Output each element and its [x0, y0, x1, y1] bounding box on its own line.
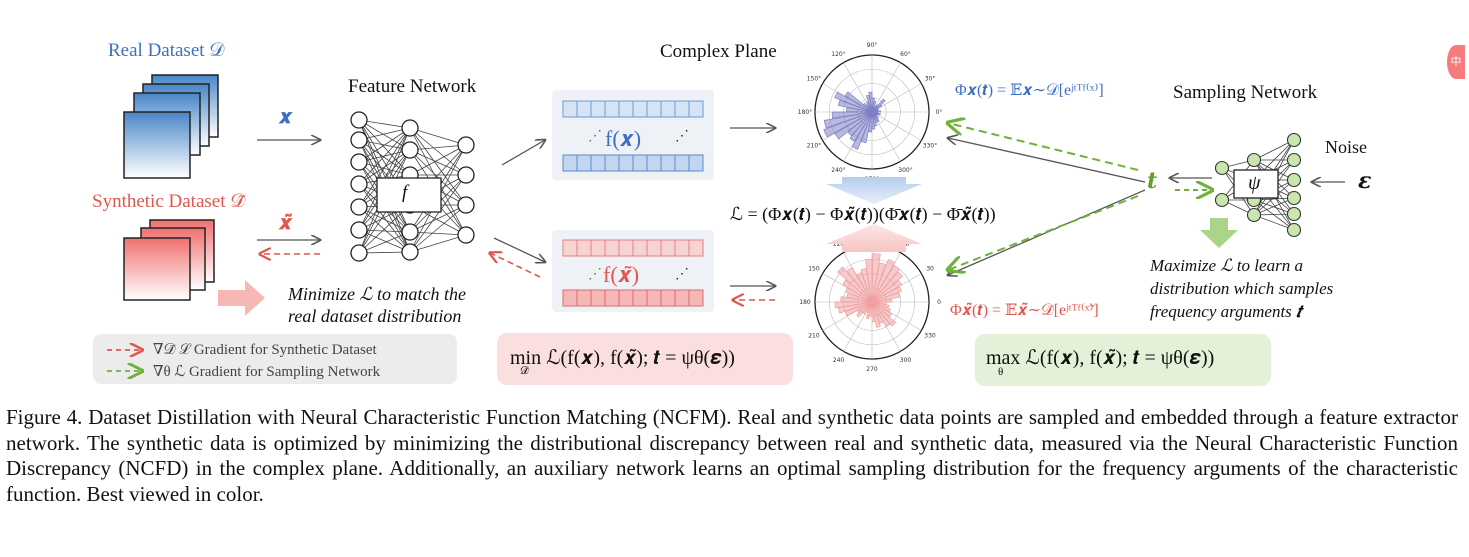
x-tilde-label: 𝒙̃	[279, 212, 292, 234]
svg-text:60°: 60°	[900, 51, 911, 58]
svg-text:0: 0	[937, 299, 941, 306]
fx-label: f(𝒙)	[605, 126, 642, 151]
synthetic-update-arrow-icon	[218, 280, 265, 316]
phi-real-formula: Φ𝒙(𝒕) = 𝔼𝒙∼𝒟[eʲᵗᵀᶠ⁽ˣ⁾]	[955, 82, 1104, 99]
svg-text:240: 240	[833, 357, 845, 364]
svg-text:30°: 30°	[925, 76, 936, 83]
up-flow-arrow-icon	[826, 224, 922, 252]
down-flow-arrow-icon	[826, 177, 922, 204]
t-label: 𝒕	[1147, 168, 1158, 193]
ncfm-diagram: 90°60°30°0°330°300°270°240°210°180°150°1…	[107, 42, 1345, 400]
x-label: 𝒙	[279, 106, 292, 128]
gradient-legend-panel	[93, 334, 457, 384]
loss-formula: ℒ = (Φ𝒙(𝒕) − Φ𝒙̃(𝒕))(Φ̄𝒙(𝒕) − Φ̄𝒙̃(𝒕))	[730, 204, 996, 224]
svg-text:180°: 180°	[798, 109, 812, 116]
max-objective: max ℒ(f(𝒙), f(𝒙̃); 𝒕 = ψθ(𝜺))	[986, 347, 1215, 369]
sampling-network-icon	[1214, 132, 1302, 238]
svg-text:180: 180	[799, 299, 811, 306]
svg-text:210°: 210°	[807, 143, 821, 150]
f-label: f	[402, 182, 408, 203]
svg-text:330: 330	[924, 333, 936, 340]
synthetic-dataset-stack-icon	[123, 219, 215, 301]
figure-caption: Figure 4. Dataset Distillation with Neur…	[6, 405, 1458, 506]
svg-text:300: 300	[900, 357, 912, 364]
min-subscript: 𝒟̃	[520, 365, 529, 377]
synthetic-dataset-label: Synthetic Dataset 𝒟̃	[92, 191, 246, 212]
sampling-network-title: Sampling Network	[1173, 82, 1318, 103]
svg-text:300°: 300°	[898, 167, 912, 174]
phi-synthetic-formula: Φ𝒙̃(𝒕) = 𝔼𝒙̃∼𝒟̃[eʲᵗᵀᶠ⁽ˣ̃⁾]	[950, 302, 1099, 319]
embedding-vectors	[562, 100, 704, 307]
svg-text:120: 120	[833, 241, 845, 248]
svg-text:330°: 330°	[923, 143, 937, 150]
synthetic-polar-plot: 9060300330300270240210180150120	[799, 232, 941, 373]
real-polar-plot: 90°60°30°0°330°300°270°240°210°180°150°1…	[798, 42, 943, 183]
max-objective-panel	[975, 334, 1271, 386]
svg-text:150: 150	[808, 266, 820, 273]
svg-text:90°: 90°	[867, 42, 878, 49]
fx-tilde-label: f(𝒙̃)	[603, 262, 640, 287]
min-objective: min ℒ(f(𝒙), f(𝒙̃); 𝒕 = ψθ(𝜺))	[510, 347, 735, 369]
psi-label: ψ	[1248, 172, 1261, 194]
sampling-down-arrow-icon	[1200, 218, 1238, 248]
minimize-note: Minimize ℒ to match the real dataset dis…	[288, 284, 466, 326]
legend-sampling-label: ∇θ ℒ Gradient for Sampling Network	[153, 364, 381, 380]
legend-synthetic-label: ∇𝒟̃ ℒ Gradient for Synthetic Dataset	[153, 342, 377, 358]
svg-text:240°: 240°	[831, 167, 845, 174]
max-subscript: θ	[998, 366, 1004, 378]
svg-text:270: 270	[866, 366, 878, 373]
corner-badge[interactable]: 中	[1447, 45, 1465, 79]
svg-text:30: 30	[926, 266, 934, 273]
feature-network-title: Feature Network	[348, 76, 477, 97]
svg-text:0°: 0°	[936, 109, 943, 116]
complex-plane-title: Complex Plane	[660, 41, 777, 62]
noise-label: Noise	[1325, 137, 1367, 157]
maximize-note: Maximize ℒ to learn a distribution which…	[1150, 256, 1334, 321]
real-dataset-label: Real Dataset 𝒟	[108, 40, 225, 61]
epsilon-label: 𝜺	[1358, 168, 1372, 193]
svg-text:120°: 120°	[831, 51, 845, 58]
feature-network-icon	[350, 111, 475, 262]
svg-text:150°: 150°	[807, 76, 821, 83]
svg-text:210: 210	[808, 333, 820, 340]
real-dataset-stack-icon	[123, 74, 219, 179]
min-objective-panel	[497, 333, 793, 385]
